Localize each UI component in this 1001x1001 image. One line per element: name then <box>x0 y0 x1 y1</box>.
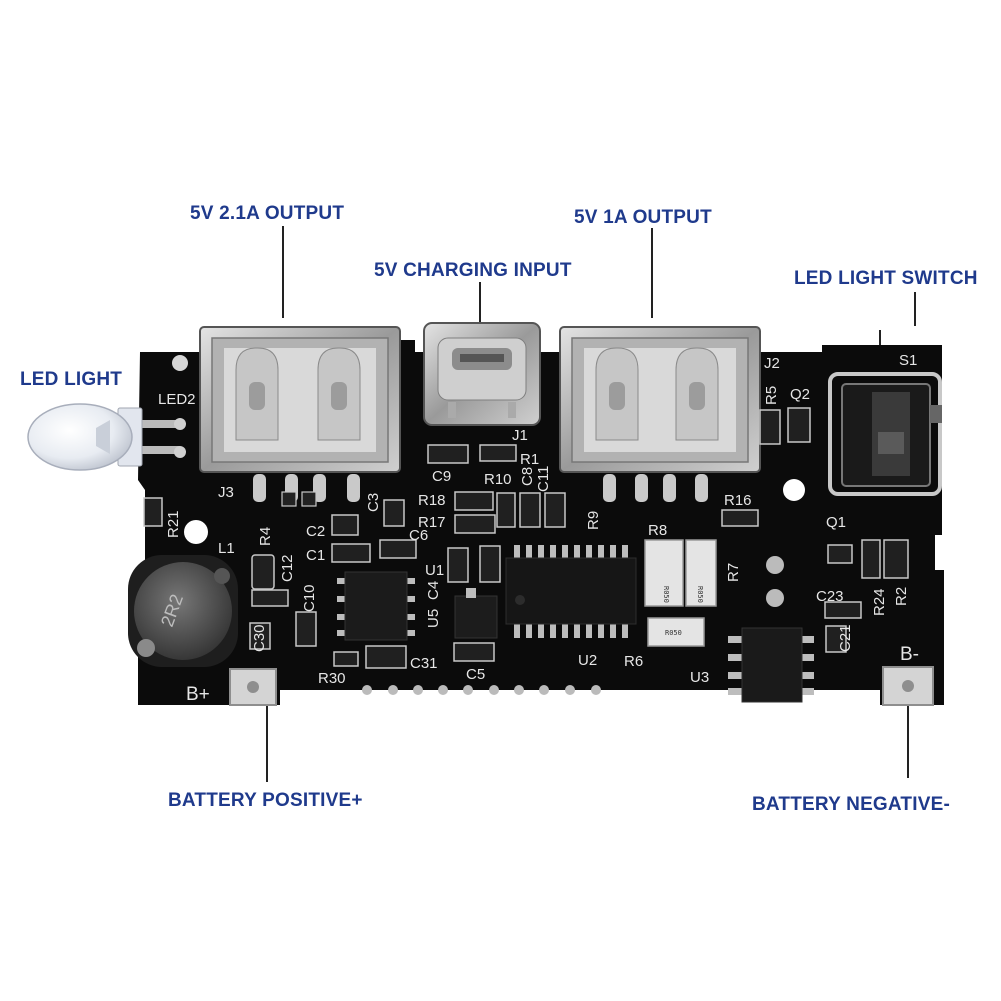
callout-led-light-switch: LED LIGHT SWITCH <box>794 268 978 289</box>
usb-port-2-1a <box>199 326 401 502</box>
svg-text:L1: L1 <box>218 540 235 557</box>
ic-u5 <box>337 571 415 641</box>
svg-text:C8: C8 <box>519 467 536 486</box>
svg-text:C5: C5 <box>466 666 485 683</box>
callout-led-light: LED LIGHT <box>20 369 123 390</box>
svg-text:R1: R1 <box>520 451 539 468</box>
callout-battery-positive: BATTERY POSITIVE+ <box>168 790 363 811</box>
svg-text:C10: C10 <box>301 584 318 612</box>
svg-text:C30: C30 <box>251 624 268 652</box>
svg-text:U1: U1 <box>425 562 444 579</box>
svg-text:B+: B+ <box>186 684 210 705</box>
svg-text:Q1: Q1 <box>826 514 846 531</box>
callout-usb-2-1a-output: 5V 2.1A OUTPUT <box>190 203 345 224</box>
svg-text:C6: C6 <box>409 527 428 544</box>
svg-text:C4: C4 <box>425 581 442 600</box>
mount-hole-right <box>783 479 805 501</box>
svg-text:R2: R2 <box>893 587 910 606</box>
svg-text:R9: R9 <box>585 511 602 530</box>
svg-text:C21: C21 <box>837 624 854 652</box>
svg-text:Q2: Q2 <box>790 386 810 403</box>
callout-battery-negative: BATTERY NEGATIVE- <box>752 794 950 815</box>
test-pads <box>362 556 784 695</box>
svg-text:LED2: LED2 <box>158 391 196 408</box>
ic-u3 <box>728 627 814 703</box>
svg-text:C11: C11 <box>535 466 552 492</box>
svg-text:J1: J1 <box>512 427 528 444</box>
svg-text:S1: S1 <box>899 352 917 369</box>
svg-text:C9: C9 <box>432 468 451 485</box>
mount-hole-left <box>184 520 208 544</box>
svg-text:J3: J3 <box>218 484 234 501</box>
svg-text:C31: C31 <box>410 655 438 672</box>
led-light <box>27 403 186 471</box>
svg-text:R21: R21 <box>165 510 182 538</box>
svg-text:C12: C12 <box>279 554 296 582</box>
svg-text:U5: U5 <box>425 609 442 628</box>
svg-text:R18: R18 <box>418 492 446 509</box>
svg-text:U2: U2 <box>578 652 597 669</box>
transistor-u1 <box>454 588 498 639</box>
svg-text:C3: C3 <box>365 493 382 512</box>
svg-text:J2: J2 <box>764 355 780 372</box>
svg-text:C2: C2 <box>306 523 325 540</box>
usb-port-1a <box>559 326 761 502</box>
callout-usb-1a-output: 5V 1A OUTPUT <box>574 207 712 228</box>
battery-negative-pad <box>882 666 934 706</box>
callout-charging-input: 5V CHARGING INPUT <box>374 260 572 281</box>
svg-text:R6: R6 <box>624 653 643 670</box>
svg-text:R050: R050 <box>665 629 682 637</box>
svg-text:R30: R30 <box>318 670 346 687</box>
led-light-switch <box>828 372 942 496</box>
svg-text:R7: R7 <box>725 563 742 582</box>
svg-text:U3: U3 <box>690 669 709 686</box>
svg-text:R24: R24 <box>871 588 888 616</box>
svg-text:B-: B- <box>900 644 919 665</box>
svg-text:R050: R050 <box>662 586 670 603</box>
ic-u2-main <box>505 545 637 638</box>
battery-positive-pad <box>229 668 277 706</box>
svg-text:R17: R17 <box>418 514 446 531</box>
svg-text:C23: C23 <box>816 588 844 605</box>
svg-text:R5: R5 <box>763 386 780 405</box>
svg-text:R10: R10 <box>484 471 512 488</box>
svg-text:R050: R050 <box>696 586 704 603</box>
passive-components <box>143 407 909 669</box>
micro-usb-charging-port <box>423 322 541 426</box>
silkscreen-labels: LED2 J3 J1 J2 S1 Q2 R5 R16 Q1 R21 L1 R4 … <box>157 352 919 705</box>
svg-text:R8: R8 <box>648 522 667 539</box>
svg-text:C1: C1 <box>306 547 325 564</box>
svg-text:R16: R16 <box>724 492 752 509</box>
svg-text:R4: R4 <box>257 527 274 546</box>
inductor-coil <box>128 555 238 667</box>
